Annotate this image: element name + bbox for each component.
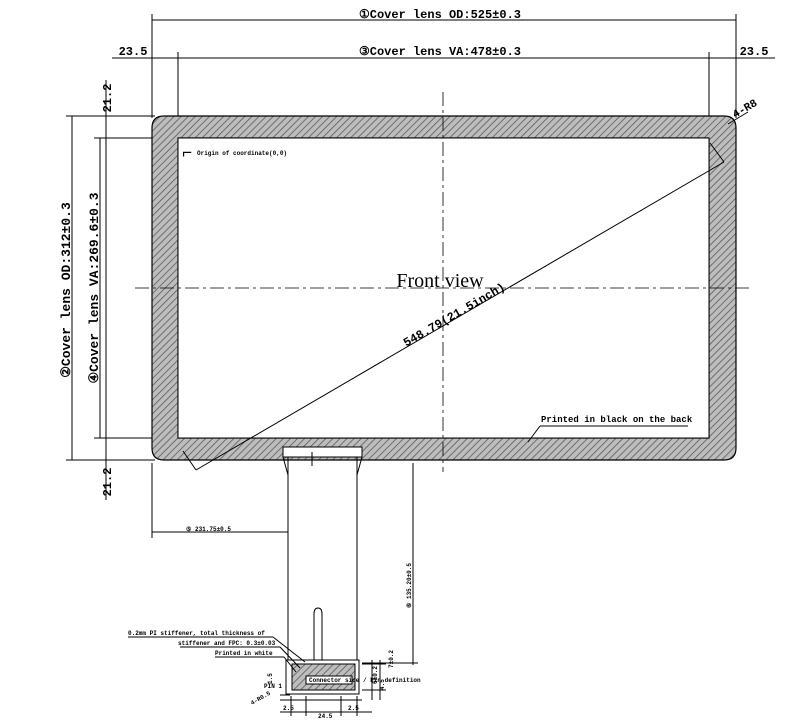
diagonal-tick-bottom bbox=[182, 450, 197, 471]
cover-lens bbox=[135, 92, 752, 472]
dim-h-label: 4-R0.5 bbox=[250, 690, 273, 707]
side-bottom-margin-label: 21.2 bbox=[101, 468, 115, 497]
dim-f-label: 1.5 bbox=[267, 673, 274, 684]
stiffener-note-3: Printed in white bbox=[215, 650, 273, 657]
origin-mark: ⌐ bbox=[182, 145, 192, 164]
pin-window bbox=[305, 675, 353, 685]
dim-c-label: 2.5 bbox=[283, 705, 294, 712]
fpc-bonding-area bbox=[282, 446, 363, 458]
corner-radius-leader bbox=[727, 111, 749, 125]
left-margin-label: 23.5 bbox=[119, 45, 148, 59]
dim-a-label: 6±0.2 bbox=[372, 666, 379, 684]
side-top-margin-label: 21.2 bbox=[101, 84, 115, 113]
pin1-label: PIN 1 bbox=[264, 683, 282, 690]
stiffener-note-1: 0.2mm PI stiffener, total thickness of bbox=[128, 630, 265, 637]
back-print-note: Printed in black on the back bbox=[541, 415, 693, 425]
fpc-slot bbox=[313, 607, 323, 660]
front-view-title: Front view bbox=[396, 270, 484, 292]
corner-radius-label: 4-R8 bbox=[731, 98, 760, 122]
tail-offset-label: ⑤ 231.75±0.5 bbox=[186, 526, 231, 533]
tail-length-label: ⑥ 135.20±0.5 bbox=[406, 563, 413, 608]
vertical-od-label: ②Cover lens OD:312±0.3 bbox=[59, 202, 74, 378]
dim-b-label: 7±0.2 bbox=[388, 650, 395, 668]
left-dimensions bbox=[66, 80, 180, 500]
diagonal-tick-top bbox=[709, 142, 725, 163]
fpc-pin-text: Connector side / Pin definition bbox=[309, 677, 421, 684]
top-va-label: ③Cover lens VA:478±0.3 bbox=[359, 45, 521, 59]
top-dimensions bbox=[112, 14, 775, 135]
right-margin-label: 23.5 bbox=[740, 45, 769, 59]
vertical-va-label: ④Cover lens VA:269.6±0.3 bbox=[87, 192, 102, 383]
top-od-label: ①Cover lens OD:525±0.3 bbox=[359, 8, 521, 22]
dim-d-label: 2.5 bbox=[348, 705, 359, 712]
stiffener-note-2: stiffener and FPC: 0.3±0.03 bbox=[178, 640, 276, 647]
fpc-tail bbox=[280, 446, 386, 716]
diagonal-line bbox=[195, 161, 725, 471]
origin-note: Origin of coordinate(0,0) bbox=[197, 150, 287, 157]
tail-dimensions bbox=[128, 463, 418, 673]
dim-e-label: 24.5 bbox=[318, 713, 333, 720]
back-print-leader bbox=[527, 425, 541, 443]
dim-g-label: 4.5 bbox=[379, 679, 386, 690]
